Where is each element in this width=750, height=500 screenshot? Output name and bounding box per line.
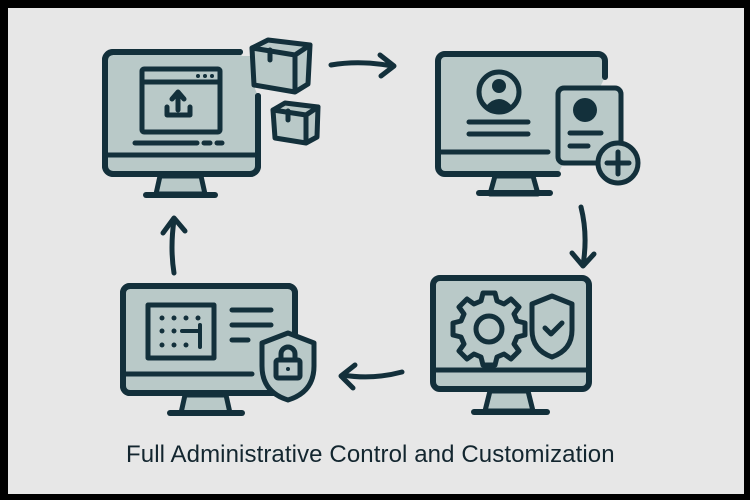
shield-lock-icon <box>259 330 317 403</box>
arrow-up-icon <box>160 215 188 276</box>
monitor-icon <box>430 275 592 415</box>
package-box-icon <box>249 37 313 95</box>
arrow-down-icon <box>569 204 597 269</box>
step-deploy <box>102 37 321 198</box>
add-circle-icon <box>595 140 641 186</box>
arrow-left-icon <box>338 362 405 391</box>
shield-check-icon <box>529 293 575 360</box>
step-users <box>435 51 641 197</box>
diagram-caption: Full Administrative Control and Customiz… <box>126 441 615 468</box>
arrow-right-icon <box>328 52 397 79</box>
package-box-icon <box>270 100 321 146</box>
step-configure <box>430 275 592 415</box>
upload-window-icon <box>132 66 225 146</box>
step-access <box>120 283 317 416</box>
keypad-icon <box>145 302 274 361</box>
user-avatar-icon <box>466 69 531 137</box>
user-card-icon <box>555 85 624 166</box>
gear-icon <box>450 290 528 368</box>
monitor-icon <box>102 49 261 198</box>
